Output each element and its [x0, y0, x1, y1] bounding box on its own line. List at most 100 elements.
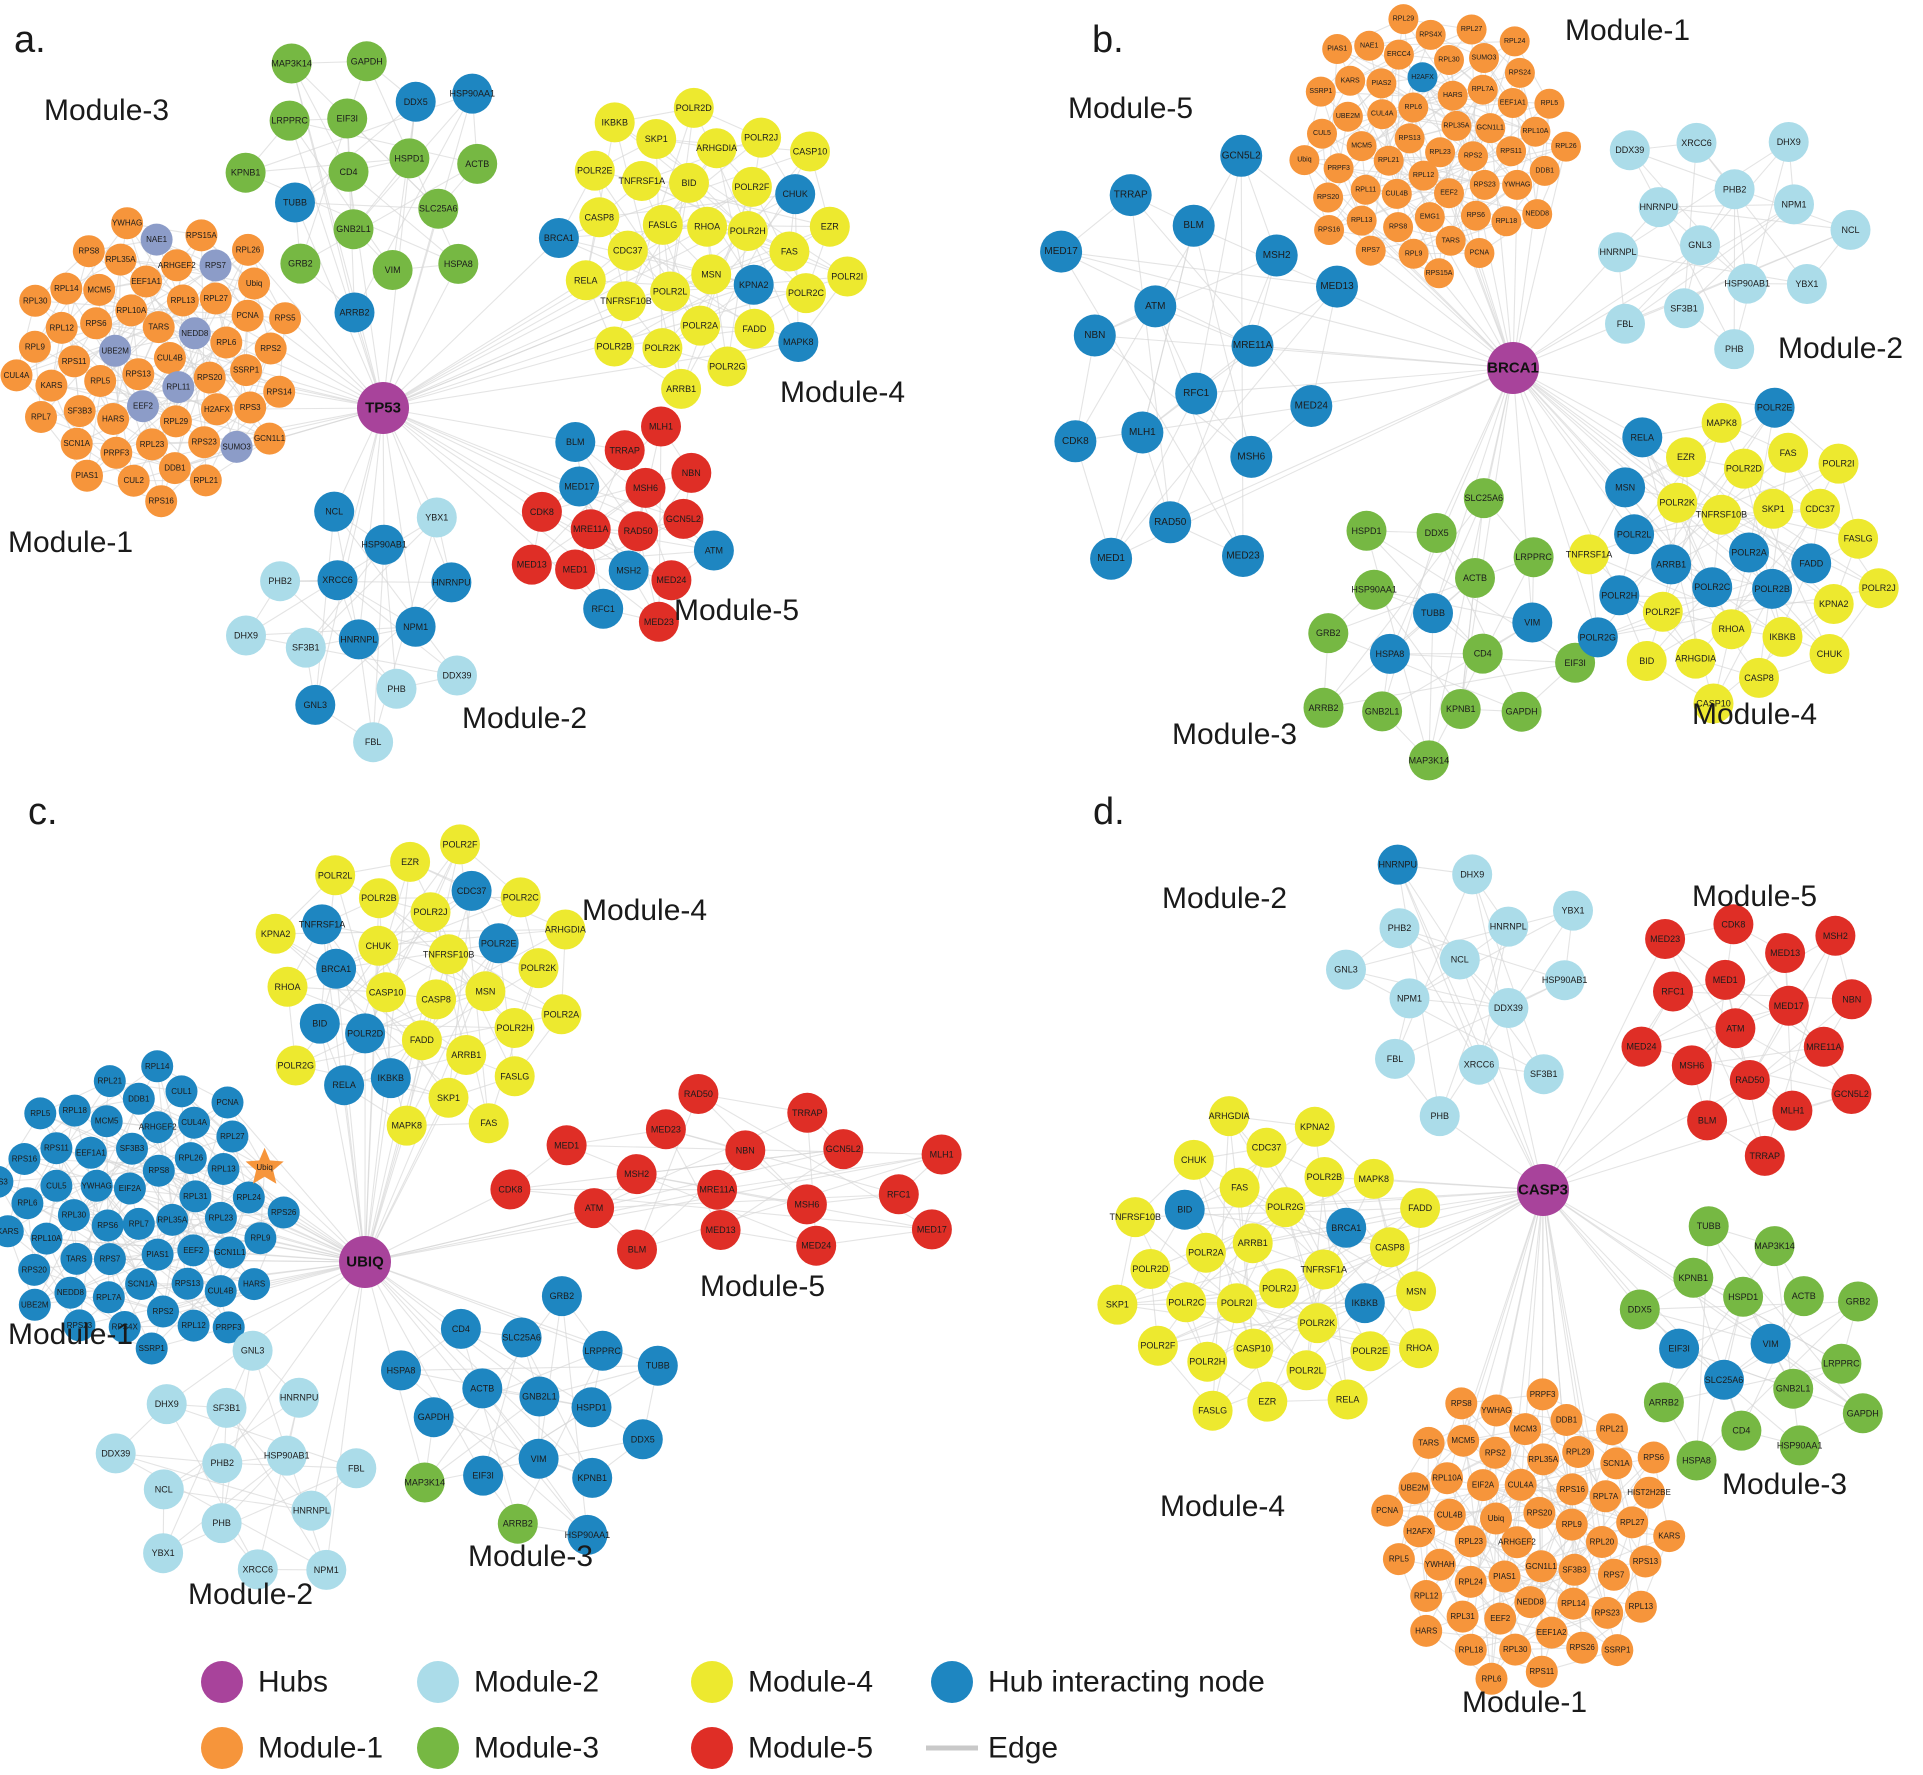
network-node [1354, 569, 1395, 610]
node-label: POLR2G [1580, 632, 1617, 642]
node-label: SCN1A [1603, 1459, 1630, 1468]
network-node [501, 1317, 542, 1358]
node-label: PRPF3 [216, 1323, 242, 1332]
network-node [707, 346, 748, 387]
network-node [418, 188, 459, 229]
node-label: RPL10A [1522, 128, 1548, 135]
network-node [521, 491, 562, 532]
network-node [1322, 34, 1353, 64]
node-label: RPL13 [1629, 1602, 1654, 1611]
network-node [565, 260, 606, 301]
network-node [1164, 1189, 1205, 1230]
network-node [1714, 169, 1755, 210]
node-label: HSP90AB1 [1542, 975, 1588, 985]
network-node [1768, 432, 1809, 473]
node-label: Ubiq [256, 1163, 272, 1172]
node-label: POLR2H [1189, 1357, 1225, 1367]
network-node [1754, 1226, 1795, 1267]
panel-letter-b: b. [1092, 19, 1124, 61]
module-label-a-module-3: Module-3 [44, 94, 169, 127]
node-label: RPL27 [203, 294, 228, 303]
network-node [1723, 1276, 1764, 1317]
node-label: MED24 [1626, 1042, 1656, 1052]
network-node [1739, 657, 1779, 698]
node-label: POLR2B [1307, 1172, 1343, 1182]
network-node [1744, 1135, 1785, 1176]
node-label: CASP8 [1744, 673, 1774, 683]
node-label: MSN [701, 269, 721, 279]
node-label: HSP90AB1 [264, 1451, 310, 1461]
node-label: RPS23 [1595, 1608, 1621, 1617]
node-label: PCNA [216, 1098, 239, 1107]
node-label: MAP3K14 [1754, 1241, 1795, 1251]
network-node [1783, 1276, 1824, 1317]
node-label: MLH1 [649, 422, 673, 432]
node-label: SUMO3 [1472, 55, 1497, 62]
node-label: ARHGDIA [696, 143, 737, 153]
node-label: MAP3K14 [1409, 755, 1450, 765]
network-node [725, 1130, 766, 1171]
node-label: RPL9 [1562, 1520, 1583, 1529]
node-label: RPL23 [209, 1213, 234, 1222]
network-node [1410, 1580, 1443, 1612]
network-node [1488, 1560, 1521, 1593]
network-node [1399, 1328, 1439, 1369]
node-label: CDC37 [1805, 504, 1835, 514]
module-label-c-module-3: Module-3 [468, 1540, 593, 1573]
node-label: POLR2C [788, 288, 825, 298]
network-node [211, 1086, 244, 1119]
network-node [1701, 494, 1742, 535]
node-label: RPL9 [1405, 250, 1423, 257]
network-node [583, 588, 624, 629]
node-label: TNFRSF1A [299, 919, 346, 929]
network-node [135, 1332, 168, 1365]
network-node [1410, 1614, 1443, 1647]
network-node [1821, 1343, 1862, 1384]
network-node [680, 305, 721, 346]
node-label: BRCA1 [544, 233, 574, 243]
network-node [1553, 890, 1593, 931]
network-node [1440, 689, 1481, 729]
node-label: POLR2E [577, 166, 613, 176]
legend-swatch-module-2 [417, 1661, 459, 1703]
network-node [0, 359, 33, 392]
network-node [497, 1503, 538, 1544]
node-label: EEF2 [1490, 1614, 1511, 1623]
node-label: GCN1L1 [1477, 125, 1504, 132]
network-node [1354, 30, 1385, 61]
node-label: EIF2A [1472, 1481, 1495, 1490]
network-node [1394, 123, 1425, 154]
legend-swatch-module-4 [691, 1661, 733, 1703]
network-node [431, 562, 472, 603]
network-node [381, 1350, 421, 1391]
network-node [1711, 609, 1752, 650]
network-node [254, 332, 287, 365]
node-label: RFC1 [1661, 987, 1685, 997]
network-node [1544, 960, 1585, 1001]
network-node [1729, 1060, 1770, 1100]
network-node [1666, 437, 1706, 478]
node-label: HSPD1 [1351, 526, 1381, 536]
network-node [279, 1377, 320, 1418]
node-label: GCN1L1 [254, 434, 286, 443]
node-label: RPL35A [106, 255, 136, 264]
network-node [1398, 1472, 1431, 1505]
network-node [1791, 543, 1832, 584]
network-node [8, 1143, 41, 1175]
network-node [1555, 1508, 1588, 1541]
node-label: MAPK8 [391, 1121, 422, 1131]
legend-swatch-module-5 [691, 1727, 733, 1769]
network-node [700, 1210, 741, 1250]
node-label: POLR2I [1221, 1298, 1253, 1308]
node-label: HARS [102, 415, 124, 424]
node-label: EEF1A1 [76, 1148, 106, 1157]
network-node [1454, 1525, 1487, 1558]
network-node [511, 544, 552, 585]
node-label: GAPDH [1506, 707, 1538, 717]
network-node [1569, 534, 1609, 575]
network-node [1255, 234, 1298, 277]
network-node [171, 1267, 204, 1300]
node-label: CASP10 [1696, 699, 1731, 709]
network-node [413, 1397, 454, 1438]
network-node [269, 100, 310, 141]
